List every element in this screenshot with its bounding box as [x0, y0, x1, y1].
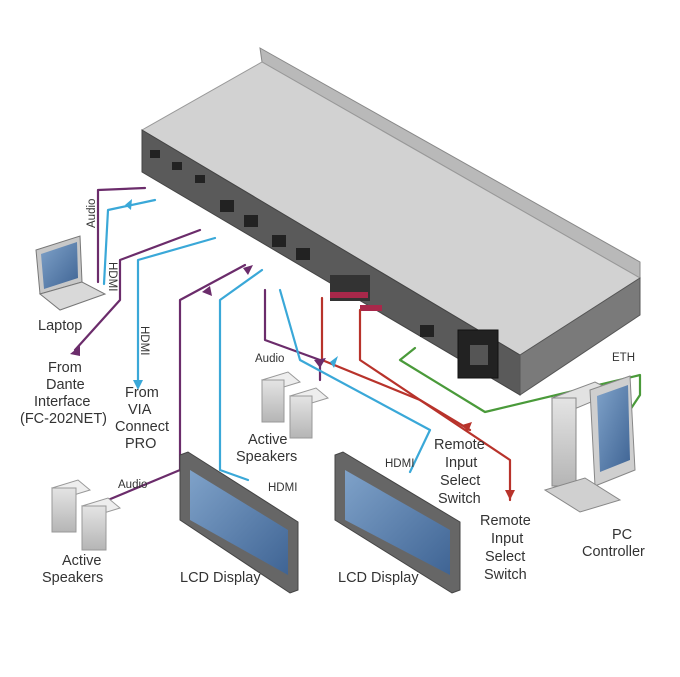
switcher-device-icon	[141, 47, 641, 396]
audio-speakers-mid-label: Audio	[255, 353, 285, 365]
pc-label-1: PC	[612, 527, 633, 543]
speakers-left-label-2: Speakers	[42, 570, 104, 586]
speakers-mid-label-2: Speakers	[236, 449, 298, 465]
monitor-icon	[589, 375, 636, 487]
pc-label-2: Controller	[582, 544, 645, 560]
eth-label: ETH	[612, 352, 635, 364]
keyboard-icon	[543, 477, 622, 513]
audio-laptop-label: Audio	[86, 198, 98, 228]
audio-speakers-left-label: Audio	[118, 479, 148, 491]
laptop-label: Laptop	[38, 318, 83, 334]
lcd-display-icon	[334, 451, 461, 594]
hdmi-lcd-right-label: HDMI	[385, 458, 415, 470]
speakers-left-label-1: Active	[62, 553, 102, 569]
speakers-mid-label-1: Active	[248, 432, 288, 448]
laptop-icon	[35, 235, 107, 311]
lcd-right-label: LCD Display	[338, 570, 419, 586]
lcd-display-icon	[179, 451, 299, 594]
lcd-left-label: LCD Display	[180, 570, 261, 586]
speaker-icon	[50, 479, 122, 551]
speaker-icon	[260, 371, 330, 439]
hdmi-laptop-label: HDMI	[106, 262, 118, 292]
hdmi-via-label: HDMI	[138, 326, 150, 356]
hdmi-lcd-left-label: HDMI	[268, 482, 298, 494]
